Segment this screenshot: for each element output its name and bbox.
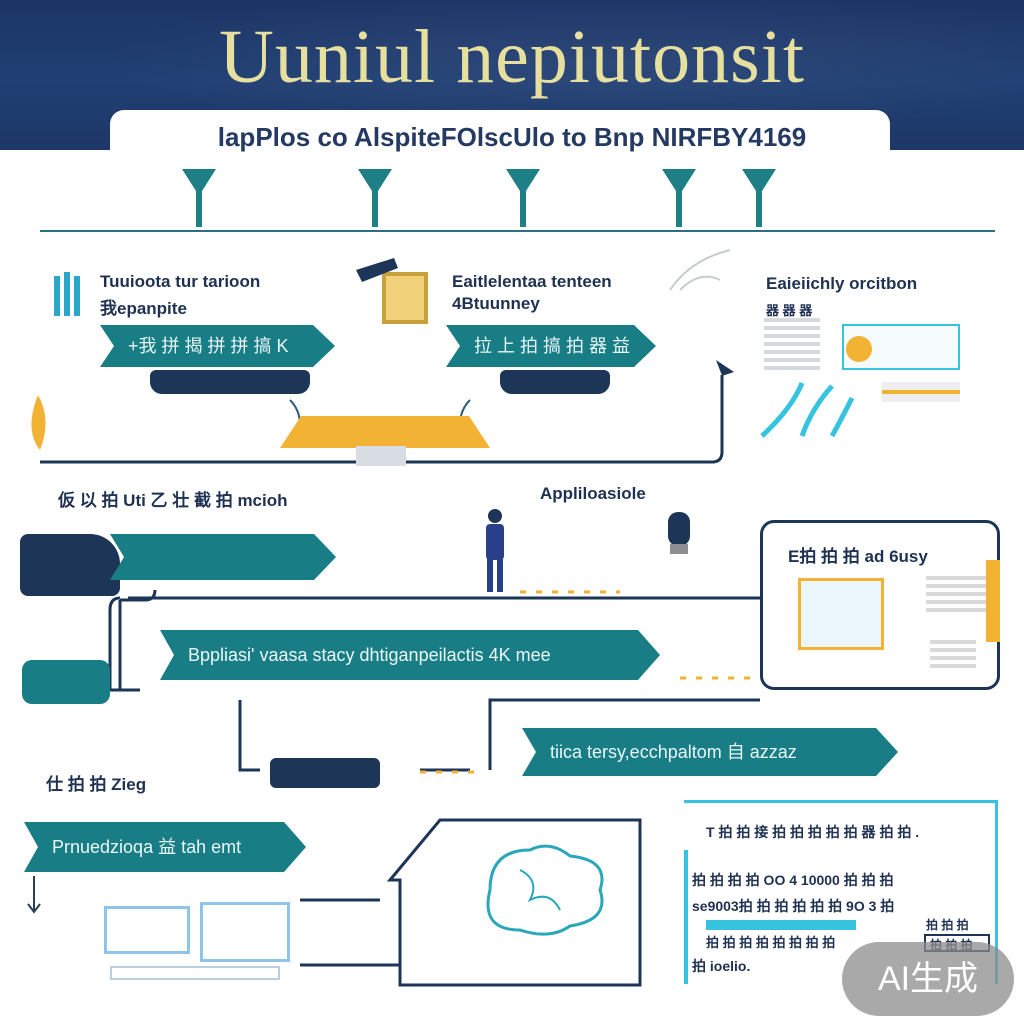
brain-icon [486,844,604,936]
plant-sketch-icon [669,249,731,291]
monitor-icon [200,902,290,962]
row1-left-tag[interactable]: +我 拼 揭 拼 拼 搞 K [100,325,335,367]
row2-center-label: Appliloasiole [540,484,646,503]
header-rule [40,230,995,232]
lamp-icon [668,512,690,554]
progress-strip [882,382,960,402]
person-icon [486,509,504,592]
row5-panel-line4: 拍 ioelio. [692,958,751,974]
subtitle-bar [110,110,890,166]
row1-left-label-1: Tuuioota tur tarioon [100,272,261,291]
row1-center-label-1: Eaitlelentaa tenteen [452,272,612,291]
telescope-icon [356,258,428,324]
funnel-icon [182,169,216,227]
ai-generated-badge: AI生成 [842,942,1014,1016]
row5-panel-line2: se9003拍 拍 拍 拍 拍 拍 9O 3 拍 [692,898,895,914]
panel-tab [986,560,1000,642]
photo-thumbnail [798,578,884,650]
row3-small-label: 仕 拍 拍 Zieg [46,775,147,794]
row2-left-label: 仮 以 拍 Uti 乙 壮 截 拍 mcioh [58,491,288,510]
text-lines [926,576,986,612]
row1-center-label-2: 4Btuunney [452,294,540,313]
funnel-icon [506,169,540,227]
monitor-icon [104,906,190,954]
coin-icon [846,336,872,362]
page-title: Uuniul nepiutonsit [219,15,805,99]
platform-foot [356,446,406,466]
funnel-icon [742,169,776,227]
row1-center-tag[interactable]: 拉 上 拍 搞 拍 器 益 [446,325,656,367]
machine-base [500,370,610,394]
machine-base [150,370,310,394]
coral-icon [760,382,855,438]
text-lines [930,640,976,668]
row1-left-label-2: 我epanpite [100,299,187,318]
flame-icon [31,395,46,450]
platform-block [280,416,490,448]
row1-right-label: Eaieiichly orcitbon [766,274,918,293]
row5-panel-line1: 拍 拍 拍 拍 OO 4 10000 拍 拍 拍 [692,872,894,888]
machine-unit [20,534,120,596]
keyboard-icon [110,966,280,980]
page-subtitle: lapPlos co AlspiteFOlscUlo to Bnp NIRFBY… [217,122,807,152]
row2-panel-title: E拍 拍 拍 ad 6usy [788,547,928,566]
panel-border-left [684,850,688,984]
document-stack-icon [764,318,820,372]
row3-wide-tag[interactable]: Bppliasi' vaasa stacy dhtiganpeilactis 4… [160,630,660,680]
down-arrow-icon [27,876,41,914]
row4-right-tag[interactable]: tiica tersy,ecchpaltom 自 azzaz [522,728,898,776]
card-widget [842,324,960,370]
machine-unit [270,758,380,788]
row5-left-tag[interactable]: Prnuedzioqa 益 tah emt [24,822,306,872]
funnel-icon [662,169,696,227]
row5-panel-line3: 拍 拍 拍 拍 拍 拍 拍 拍 [706,935,836,950]
row5-panel-title: T 拍 拍 接 拍 拍 拍 拍 拍 器 拍 拍 . [706,824,920,840]
pointer-icon [716,360,734,386]
panel-bar [706,920,856,930]
row3-box [22,660,110,704]
row1-right-sub: 器 器 器 [766,303,813,318]
funnel-icon [358,169,392,227]
row5-side-label-1: 拍 拍 拍 [926,918,969,932]
pillar-icon [54,272,80,316]
row2-left-tag[interactable] [110,534,336,580]
